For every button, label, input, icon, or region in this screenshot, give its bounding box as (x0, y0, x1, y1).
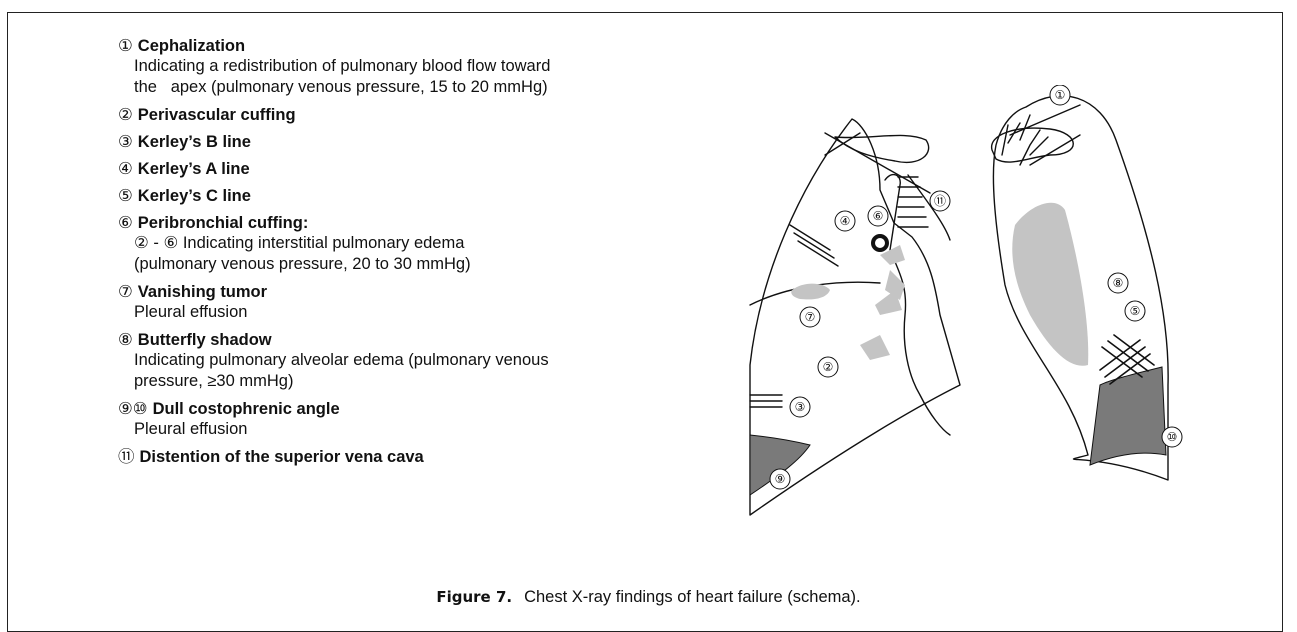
legend-number: ⑥ (118, 214, 133, 232)
figure-caption: Figure 7. Chest X-ray findings of heart f… (0, 588, 1297, 607)
legend-title: Kerley’s A line (138, 160, 250, 178)
legend-number: ③ (118, 133, 133, 151)
caption-text: Chest X-ray findings of heart failure (s… (524, 588, 861, 606)
svc-hatch (898, 177, 928, 227)
label-5: ⑤ (1130, 304, 1141, 318)
label-3: ③ (795, 400, 806, 414)
legend-number: ⑪ (118, 448, 135, 466)
legend-item-kerley-c-line: ⑤ Kerley’s C line (118, 186, 698, 206)
kerley-a-line-1 (790, 225, 830, 250)
label-2: ② (823, 360, 834, 374)
legend-title: Perivascular cuffing (138, 106, 296, 124)
legend-description: Indicating pulmonary alveolar edema (pul… (118, 350, 698, 392)
perivascular-cuffing-shadow (860, 245, 905, 360)
label-4: ④ (840, 214, 851, 228)
legend-title: Kerley’s B line (138, 133, 251, 151)
legend-title: Dull costophrenic angle (153, 400, 340, 418)
legend-title: Vanishing tumor (138, 283, 267, 301)
legend-number: ⑤ (118, 187, 133, 205)
right-clavicle-line-1 (825, 133, 930, 193)
legend-item-svc-distention: ⑪ Distention of the superior vena cava (118, 447, 698, 467)
kerley-a-line-3 (798, 241, 838, 266)
butterfly-shadow (1012, 203, 1088, 366)
legend-description: Pleural effusion (118, 302, 698, 323)
legend-item-butterfly-shadow: ⑧ Butterfly shadow Indicating pulmonary a… (118, 330, 698, 392)
label-11: ⑪ (934, 194, 946, 208)
label-1: ① (1055, 88, 1066, 102)
label-8: ⑧ (1113, 276, 1124, 290)
legend-list: ① Cephalization Indicating a redistributi… (118, 36, 698, 474)
legend-number: ⑦ (118, 283, 133, 301)
legend-number: ⑨⑩ (118, 400, 148, 418)
figure-number: Figure 7. (436, 588, 512, 606)
legend-number: ① (118, 37, 133, 55)
chest-xray-schema: ① ② ③ ④ ⑤ ⑥ ⑦ ⑧ ⑨ ⑩ ⑪ (730, 85, 1200, 525)
legend-title: Butterfly shadow (138, 331, 272, 349)
cephalization-vessels (1002, 115, 1048, 165)
peribronchial-ring (873, 236, 887, 250)
legend-number: ② (118, 106, 133, 124)
label-6: ⑥ (873, 209, 884, 223)
legend-item-kerley-b-line: ③ Kerley’s B line (118, 132, 698, 152)
legend-item-vanishing-tumor: ⑦ Vanishing tumor Pleural effusion (118, 282, 698, 323)
legend-item-perivascular-cuffing: ② Perivascular cuffing (118, 105, 698, 125)
legend-item-peribronchial-cuffing: ⑥ Peribronchial cuffing: ② - ⑥ Indicating… (118, 213, 698, 275)
legend-title: Peribronchial cuffing: (138, 214, 309, 232)
vanishing-tumor-shadow (791, 284, 830, 300)
legend-number: ④ (118, 160, 133, 178)
label-9: ⑨ (775, 472, 786, 486)
legend-title: Kerley’s C line (138, 187, 251, 205)
legend-description: Pleural effusion (118, 419, 698, 440)
left-costophrenic-shadow (1090, 367, 1166, 465)
kerley-a-line-2 (794, 233, 834, 258)
label-10: ⑩ (1167, 430, 1178, 444)
cephalization-line-2 (1030, 135, 1080, 165)
legend-description: ② - ⑥ Indicating interstitial pulmonary … (118, 233, 698, 275)
legend-item-cephalization: ① Cephalization Indicating a redistributi… (118, 36, 698, 98)
legend-title: Cephalization (138, 37, 245, 55)
legend-item-kerley-a-line: ④ Kerley’s A line (118, 159, 698, 179)
legend-number: ⑧ (118, 331, 133, 349)
legend-item-dull-costophrenic-angle: ⑨⑩ Dull costophrenic angle Pleural effusi… (118, 399, 698, 440)
legend-description: Indicating a redistribution of pulmonary… (118, 56, 698, 98)
legend-title: Distention of the superior vena cava (140, 448, 424, 466)
label-7: ⑦ (805, 310, 816, 324)
